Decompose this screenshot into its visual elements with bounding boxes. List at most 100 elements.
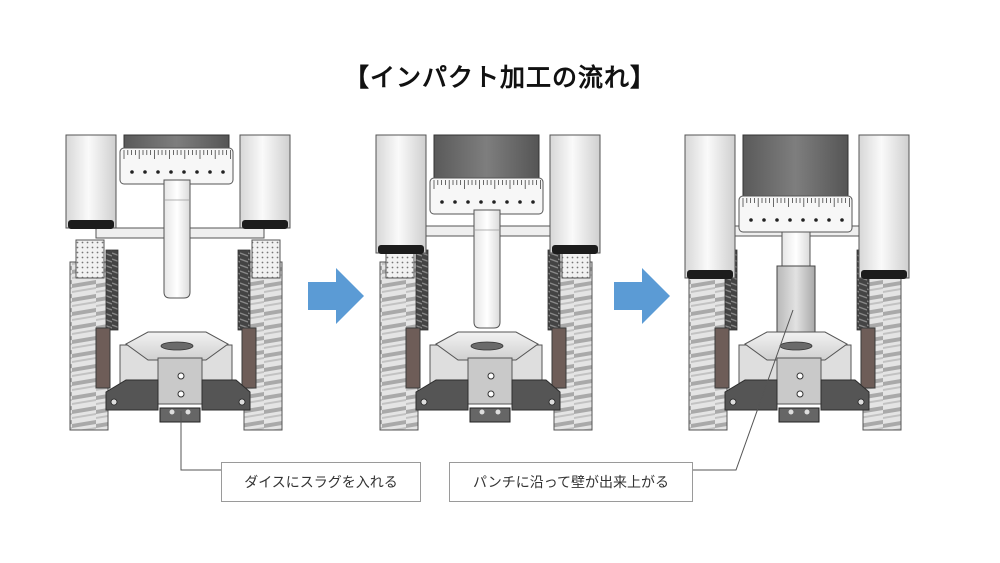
die-bolt: [796, 372, 804, 380]
ring-dot: [775, 218, 779, 222]
die-bolt: [487, 372, 495, 380]
ring-body: [119, 147, 234, 185]
die-bolt: [796, 390, 804, 398]
ram-cylinder: [123, 134, 230, 149]
guide-bracket: [551, 327, 567, 389]
ring-dot: [531, 200, 535, 204]
press-column: [239, 134, 291, 229]
ram-cylinder: [742, 134, 849, 197]
base-bolt: [495, 409, 501, 415]
press-column: [684, 134, 736, 279]
guide-bracket: [860, 327, 876, 389]
ring-body: [429, 177, 544, 215]
guide-bracket: [241, 327, 257, 389]
press-column: [549, 134, 601, 254]
column-foot: [68, 220, 114, 229]
ring-dot: [492, 200, 496, 204]
ram-cylinder: [433, 134, 540, 179]
base-block: [778, 407, 820, 423]
graduated-ring: [429, 177, 544, 215]
column-foot: [242, 220, 288, 229]
column-foot: [861, 270, 907, 279]
die-bolt: [177, 390, 185, 398]
clamp-right: [511, 379, 561, 411]
spring-coil: [547, 249, 561, 331]
ring-dot: [208, 170, 212, 174]
base-block: [469, 407, 511, 423]
guide-cap: [251, 239, 281, 279]
press-column: [65, 134, 117, 229]
punch: [781, 231, 811, 273]
flow-arrow-1: [308, 268, 364, 324]
clamp-bolt: [729, 398, 737, 406]
guide-bracket: [405, 327, 421, 389]
ring-dot: [130, 170, 134, 174]
ring-body: [738, 195, 853, 233]
ring-dot: [143, 170, 147, 174]
base-block: [159, 407, 201, 423]
page-title: 【インパクト加工の流れ】: [343, 63, 656, 92]
base-bolt: [185, 409, 191, 415]
ring-dot: [195, 170, 199, 174]
clamp-left: [724, 379, 778, 411]
punch: [163, 179, 191, 299]
ring-dot: [169, 170, 173, 174]
clamp-right: [820, 379, 870, 411]
clamp-bolt: [548, 398, 556, 406]
ring-dot: [801, 218, 805, 222]
die-block: [119, 331, 233, 405]
die-cavity: [470, 341, 504, 351]
press-stage-1: [65, 134, 291, 431]
leader-line-1: [180, 411, 221, 471]
ring-dot: [440, 200, 444, 204]
clamp-bolt: [238, 398, 246, 406]
ring-dot: [221, 170, 225, 174]
die-cavity: [779, 341, 813, 351]
clamp-right: [201, 379, 251, 411]
ring-dot: [453, 200, 457, 204]
press-stage-3: [684, 134, 910, 431]
clamp-left: [415, 379, 469, 411]
ring-dot: [749, 218, 753, 222]
ring-dot: [505, 200, 509, 204]
guide-cap: [75, 239, 105, 279]
guide-bracket: [95, 327, 111, 389]
press-column: [375, 134, 427, 254]
graduated-ring: [738, 195, 853, 233]
ring-dot: [156, 170, 160, 174]
clamp-bolt: [857, 398, 865, 406]
column-foot: [687, 270, 733, 279]
ring-dot: [788, 218, 792, 222]
column-foot: [378, 245, 424, 254]
die-bolt: [177, 372, 185, 380]
base-bolt: [804, 409, 810, 415]
base-bolt: [788, 409, 794, 415]
ring-dot: [479, 200, 483, 204]
press-stage-2: [375, 134, 601, 431]
spring-coil: [105, 249, 119, 331]
die-block: [429, 331, 543, 405]
die-cavity: [160, 341, 194, 351]
flow-arrow-2: [614, 268, 670, 324]
punch: [473, 209, 501, 329]
graduated-ring: [119, 147, 234, 185]
clamp-left: [105, 379, 159, 411]
ring-dot: [840, 218, 844, 222]
callout-insert-slug: ダイスにスラグを入れる: [221, 462, 421, 502]
press-column: [858, 134, 910, 279]
die-bolt: [487, 390, 495, 398]
ring-dot: [466, 200, 470, 204]
guide-bracket: [714, 327, 730, 389]
ring-dot: [762, 218, 766, 222]
ring-dot: [827, 218, 831, 222]
spring-coil: [415, 249, 429, 331]
leader-line-2: [693, 309, 794, 471]
ring-dot: [182, 170, 186, 174]
ring-dot: [518, 200, 522, 204]
ring-dot: [814, 218, 818, 222]
die-block: [738, 331, 852, 405]
spring-coil: [237, 249, 251, 331]
clamp-bolt: [420, 398, 428, 406]
clamp-bolt: [110, 398, 118, 406]
